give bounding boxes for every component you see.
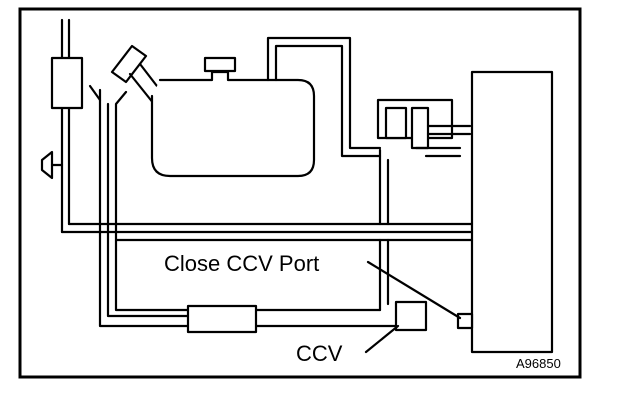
vent-line [88, 84, 190, 328]
ccv-leader [364, 324, 400, 354]
figure-code: A96850 [516, 356, 561, 371]
fuel-tank [150, 70, 316, 178]
fill-pipe-component [50, 56, 84, 110]
figure-frame [18, 7, 582, 379]
ccv-label: CCV [296, 341, 343, 366]
inline-filter [186, 304, 258, 334]
vsv-valve [376, 98, 472, 158]
purge-line [60, 222, 474, 242]
close-ccv-port-leader [366, 260, 462, 320]
charcoal-canister [470, 70, 554, 354]
tank-cap [203, 56, 237, 73]
connecting-lines [378, 148, 390, 312]
fill-pipe [60, 18, 71, 234]
fuel-inlet [110, 44, 162, 106]
ccv-valve [394, 300, 428, 332]
close-ccv-port-label: Close CCV Port [164, 251, 319, 276]
vapor-line [266, 36, 382, 158]
close-ccv-port [456, 312, 474, 330]
pressure-sensor [40, 150, 64, 180]
bottom-line [254, 308, 398, 328]
